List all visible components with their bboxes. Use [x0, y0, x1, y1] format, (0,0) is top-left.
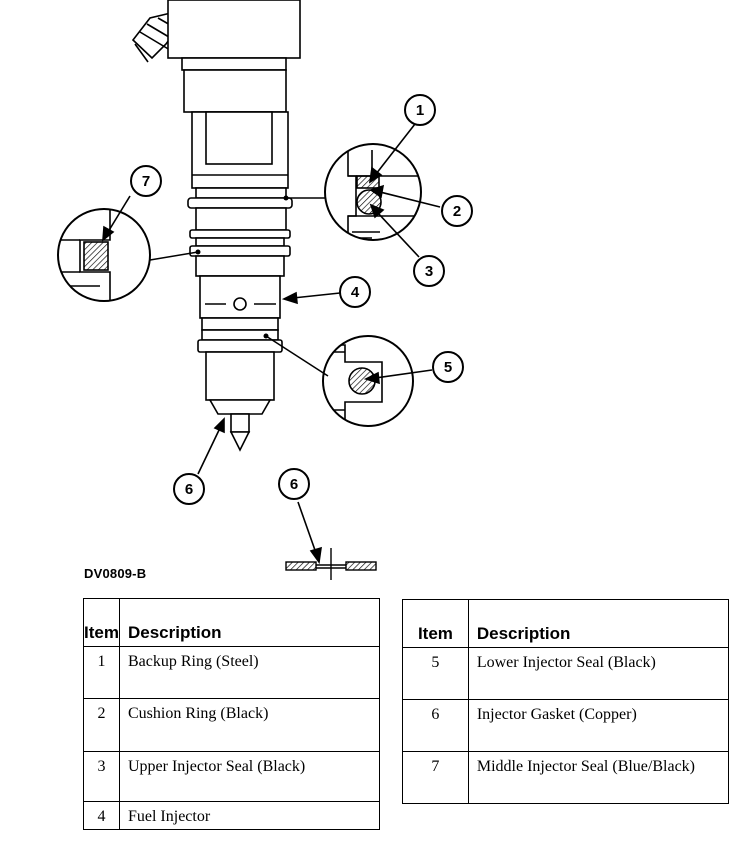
table-header-row: Item Description	[402, 599, 730, 648]
injector-head	[167, 0, 301, 59]
item-number: 6	[402, 699, 469, 752]
callout-6a: 6	[173, 473, 205, 505]
item-description: Backup Ring (Steel)	[118, 646, 381, 699]
item-description: Lower Injector Seal (Black)	[467, 647, 730, 700]
nozzle	[230, 413, 250, 433]
parts-table-left: Item Description 1 Backup Ring (Steel) 2…	[83, 598, 381, 830]
figure-id: DV0809-B	[84, 566, 147, 581]
lower-seal-ring	[197, 339, 283, 353]
injector-diagram: 1 2 3 4 5 6 6 7	[57, 0, 473, 580]
middle-seal-ring	[189, 245, 291, 257]
detail-view-upper-seals	[283, 143, 422, 241]
detail-view-lower-seal	[263, 333, 414, 427]
leader-lines	[102, 123, 441, 565]
fuel-inlet-band	[199, 275, 281, 319]
description-header: Description	[467, 599, 730, 648]
callout-7-label: 7	[142, 173, 150, 190]
item-header: Item	[402, 599, 469, 648]
item-description: Middle Injector Seal (Blue/Black)	[467, 751, 730, 804]
item-number: 1	[83, 646, 120, 699]
table-row: 7 Middle Injector Seal (Blue/Black)	[402, 751, 730, 804]
injector-gasket	[285, 548, 377, 580]
item-number: 5	[402, 647, 469, 700]
callout-7: 7	[130, 165, 162, 197]
item-number: 3	[83, 751, 120, 802]
injector-lower-body	[205, 351, 275, 401]
item-header: Item	[83, 598, 120, 647]
table-row: 1 Backup Ring (Steel)	[83, 646, 381, 699]
item-number: 7	[402, 751, 469, 804]
table-row: 6 Injector Gasket (Copper)	[402, 699, 730, 752]
callout-5-label: 5	[444, 359, 452, 376]
description-header: Description	[118, 598, 381, 647]
callout-1: 1	[404, 94, 436, 126]
callout-3-label: 3	[425, 263, 433, 280]
callout-5: 5	[432, 351, 464, 383]
item-description: Upper Injector Seal (Black)	[118, 751, 381, 802]
item-description: Injector Gasket (Copper)	[467, 699, 730, 752]
table-row: 3 Upper Injector Seal (Black)	[83, 751, 381, 802]
table-row: 4 Fuel Injector	[83, 801, 381, 830]
callout-6a-label: 6	[185, 481, 193, 498]
callout-6b: 6	[278, 468, 310, 500]
detail-view-middle-seal	[57, 208, 201, 302]
upper-seal-ring	[187, 197, 293, 209]
table-row: 2 Cushion Ring (Black)	[83, 698, 381, 752]
item-number: 4	[83, 801, 120, 830]
parts-table-right: Item Description 5 Lower Injector Seal (…	[402, 599, 730, 804]
table-row: 5 Lower Injector Seal (Black)	[402, 647, 730, 700]
callout-2: 2	[441, 195, 473, 227]
callout-4-label: 4	[351, 284, 360, 301]
callout-1-label: 1	[416, 102, 424, 119]
callout-4: 4	[339, 276, 371, 308]
item-description: Cushion Ring (Black)	[118, 698, 381, 752]
callout-2-label: 2	[453, 203, 461, 220]
callout-6b-label: 6	[290, 476, 298, 493]
callout-3: 3	[413, 255, 445, 287]
table-header-row: Item Description	[83, 598, 381, 647]
fuel-injector	[131, 0, 301, 452]
item-number: 2	[83, 698, 120, 752]
item-description: Fuel Injector	[118, 801, 381, 830]
